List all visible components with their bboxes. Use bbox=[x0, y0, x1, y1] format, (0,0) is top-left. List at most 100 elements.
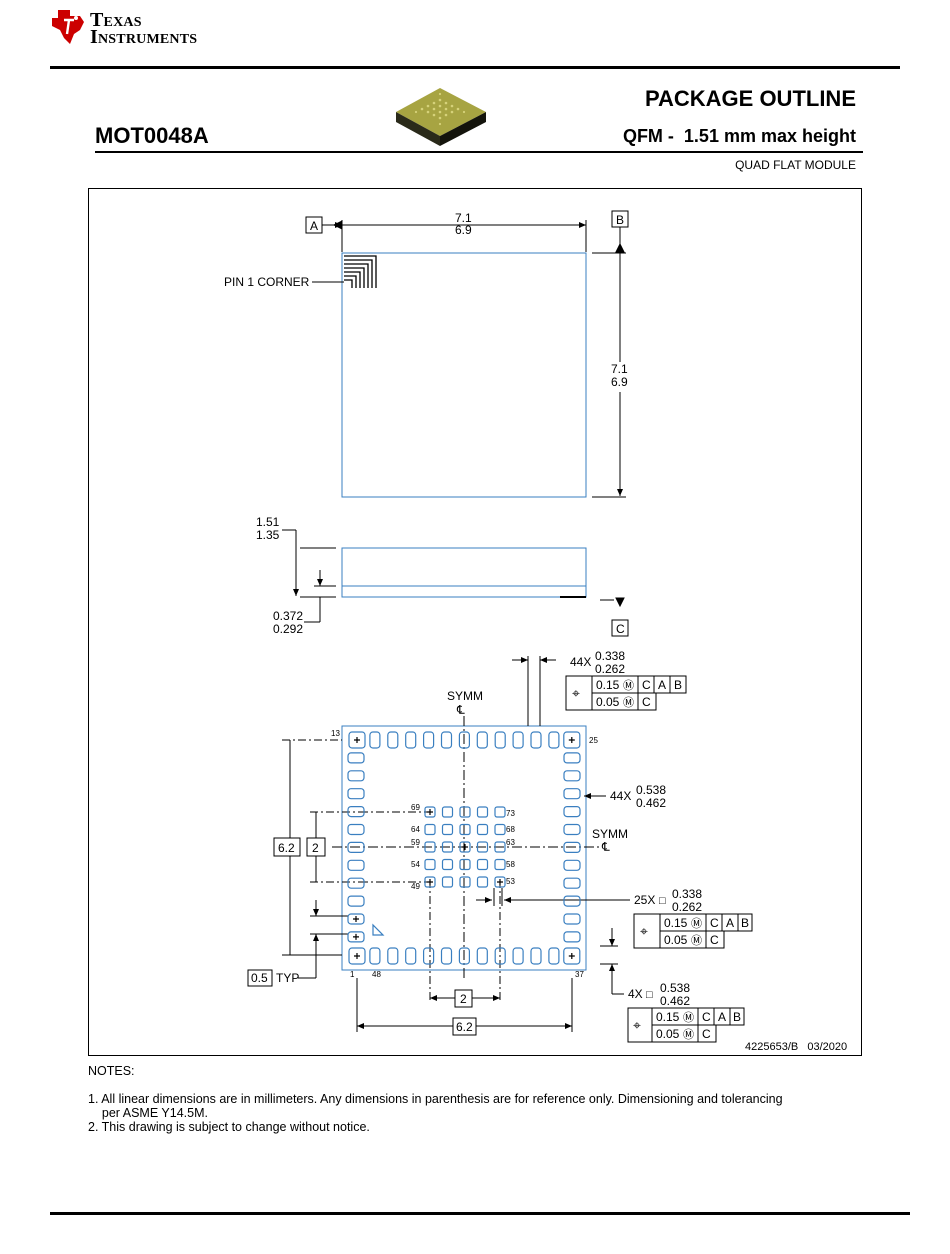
length-max: 7.1 bbox=[611, 362, 628, 376]
left-pad bbox=[347, 841, 365, 854]
datum-c-label: C bbox=[616, 622, 625, 636]
tol-bot-pos: 0.15 bbox=[656, 1010, 680, 1024]
pad-center-mark bbox=[568, 737, 575, 743]
notes-heading: NOTES: bbox=[88, 1064, 135, 1078]
perimeter-pads bbox=[347, 731, 581, 965]
pin-69-label: 69 bbox=[411, 803, 420, 812]
left-pad bbox=[347, 913, 365, 925]
logo-line1: Texas bbox=[90, 9, 142, 31]
center-pad bbox=[459, 823, 471, 836]
right-pad bbox=[563, 931, 581, 943]
center-pad bbox=[459, 858, 471, 871]
tol-bot-pos2: 0.05 bbox=[656, 1027, 680, 1041]
pad-center-mark bbox=[354, 737, 360, 743]
left-pad bbox=[347, 752, 365, 764]
gdt-position-icon-top: ⌖ bbox=[572, 685, 580, 701]
center-pad bbox=[441, 858, 454, 871]
tol-top-c2: C bbox=[642, 695, 651, 709]
top-pad bbox=[440, 731, 453, 749]
center-pad bbox=[441, 841, 454, 853]
length-min: 6.9 bbox=[611, 375, 628, 389]
height-min: 1.35 bbox=[256, 528, 280, 542]
pad-width-min: 0.262 bbox=[595, 662, 625, 676]
right-pad bbox=[563, 841, 581, 854]
pin-59-label: 59 bbox=[411, 838, 420, 847]
tol-mid-pos: 0.15 bbox=[664, 916, 688, 930]
square-symbol-25x: □ bbox=[659, 895, 666, 907]
center-pad bbox=[494, 806, 506, 818]
centerline-right: ℄ bbox=[601, 840, 610, 854]
pad-center-mark bbox=[427, 879, 433, 885]
right-pad bbox=[563, 823, 581, 836]
left-pad bbox=[347, 805, 365, 818]
center-pad bbox=[494, 841, 506, 853]
pad-width-count: 44X bbox=[570, 655, 591, 669]
center-pad bbox=[494, 823, 506, 836]
logo-line2: Instruments bbox=[90, 26, 198, 48]
pin-53-label: 53 bbox=[506, 877, 515, 886]
pad-len-min: 0.462 bbox=[636, 796, 666, 810]
corner-pad bbox=[563, 947, 581, 965]
package-type: QFM - 1.51 mm max height bbox=[622, 126, 856, 146]
standoff-min: 0.292 bbox=[273, 622, 303, 636]
left-pad bbox=[347, 895, 365, 907]
max-material-icon-5: Ⓜ bbox=[683, 1011, 694, 1024]
tol-bot-b: B bbox=[733, 1010, 741, 1024]
gdt-position-icon-bot: ⌖ bbox=[633, 1017, 641, 1033]
corner-pad-count: 4X bbox=[628, 987, 643, 1001]
corner-pad bbox=[348, 731, 366, 749]
corner-pad-max: 0.538 bbox=[660, 981, 690, 995]
tol-bot-c2: C bbox=[702, 1027, 711, 1041]
center-pad bbox=[424, 841, 436, 853]
top-pad bbox=[530, 731, 542, 749]
center-pads bbox=[424, 806, 506, 888]
package-outline-title: PACKAGE OUTLINE bbox=[644, 86, 856, 111]
centerline-top: ℄ bbox=[456, 703, 465, 717]
top-pad bbox=[458, 731, 470, 749]
pad-center-mark bbox=[462, 844, 468, 850]
center-pad bbox=[459, 806, 471, 818]
pin-68-label: 68 bbox=[506, 825, 515, 834]
tol-bot-a: A bbox=[718, 1010, 726, 1024]
tol-top-c: C bbox=[642, 678, 651, 692]
package-subtype: QUAD FLAT MODULE bbox=[735, 158, 856, 172]
pin1-label: PIN 1 CORNER bbox=[224, 275, 310, 289]
pad-center-mark bbox=[353, 933, 359, 940]
pitch-typ: TYP bbox=[276, 971, 299, 985]
bottom-pad bbox=[440, 947, 453, 965]
pitch-value: 0.5 bbox=[251, 971, 268, 985]
height-max: 1.51 bbox=[256, 515, 280, 529]
tol-top-b: B bbox=[674, 678, 682, 692]
corner-pad bbox=[563, 731, 581, 749]
center-pad bbox=[424, 858, 436, 871]
pin-37-label: 37 bbox=[575, 970, 584, 979]
tol-mid-pos2: 0.05 bbox=[664, 933, 688, 947]
top-rule bbox=[50, 66, 900, 69]
package-3d-icon bbox=[396, 88, 486, 146]
bottom-pad bbox=[405, 947, 417, 965]
tol-top-a: A bbox=[658, 678, 666, 692]
bottom-pad bbox=[494, 947, 506, 965]
center-pad bbox=[476, 858, 489, 871]
pin1-corner-mark bbox=[344, 255, 377, 288]
top-pad bbox=[405, 731, 417, 749]
ti-logo-icon bbox=[52, 10, 84, 44]
symm-top: SYMM bbox=[447, 689, 483, 703]
center-pad-count: 25X bbox=[634, 893, 655, 907]
right-pad bbox=[563, 877, 581, 889]
tol-mid-a: A bbox=[726, 916, 734, 930]
tol-mid-c: C bbox=[710, 916, 719, 930]
top-pad bbox=[369, 731, 381, 749]
datum-b-label: B bbox=[616, 213, 624, 227]
right-pad bbox=[563, 913, 581, 925]
pin-1-label: 1 bbox=[350, 970, 355, 979]
center-pad bbox=[441, 806, 454, 818]
pad-len-max: 0.538 bbox=[636, 783, 666, 797]
center-pad bbox=[441, 876, 454, 888]
left-pad bbox=[347, 931, 365, 943]
top-pad bbox=[387, 731, 399, 749]
center-pad bbox=[441, 823, 454, 836]
max-material-icon-2: Ⓜ bbox=[623, 696, 634, 709]
pin-48-label: 48 bbox=[372, 970, 381, 979]
